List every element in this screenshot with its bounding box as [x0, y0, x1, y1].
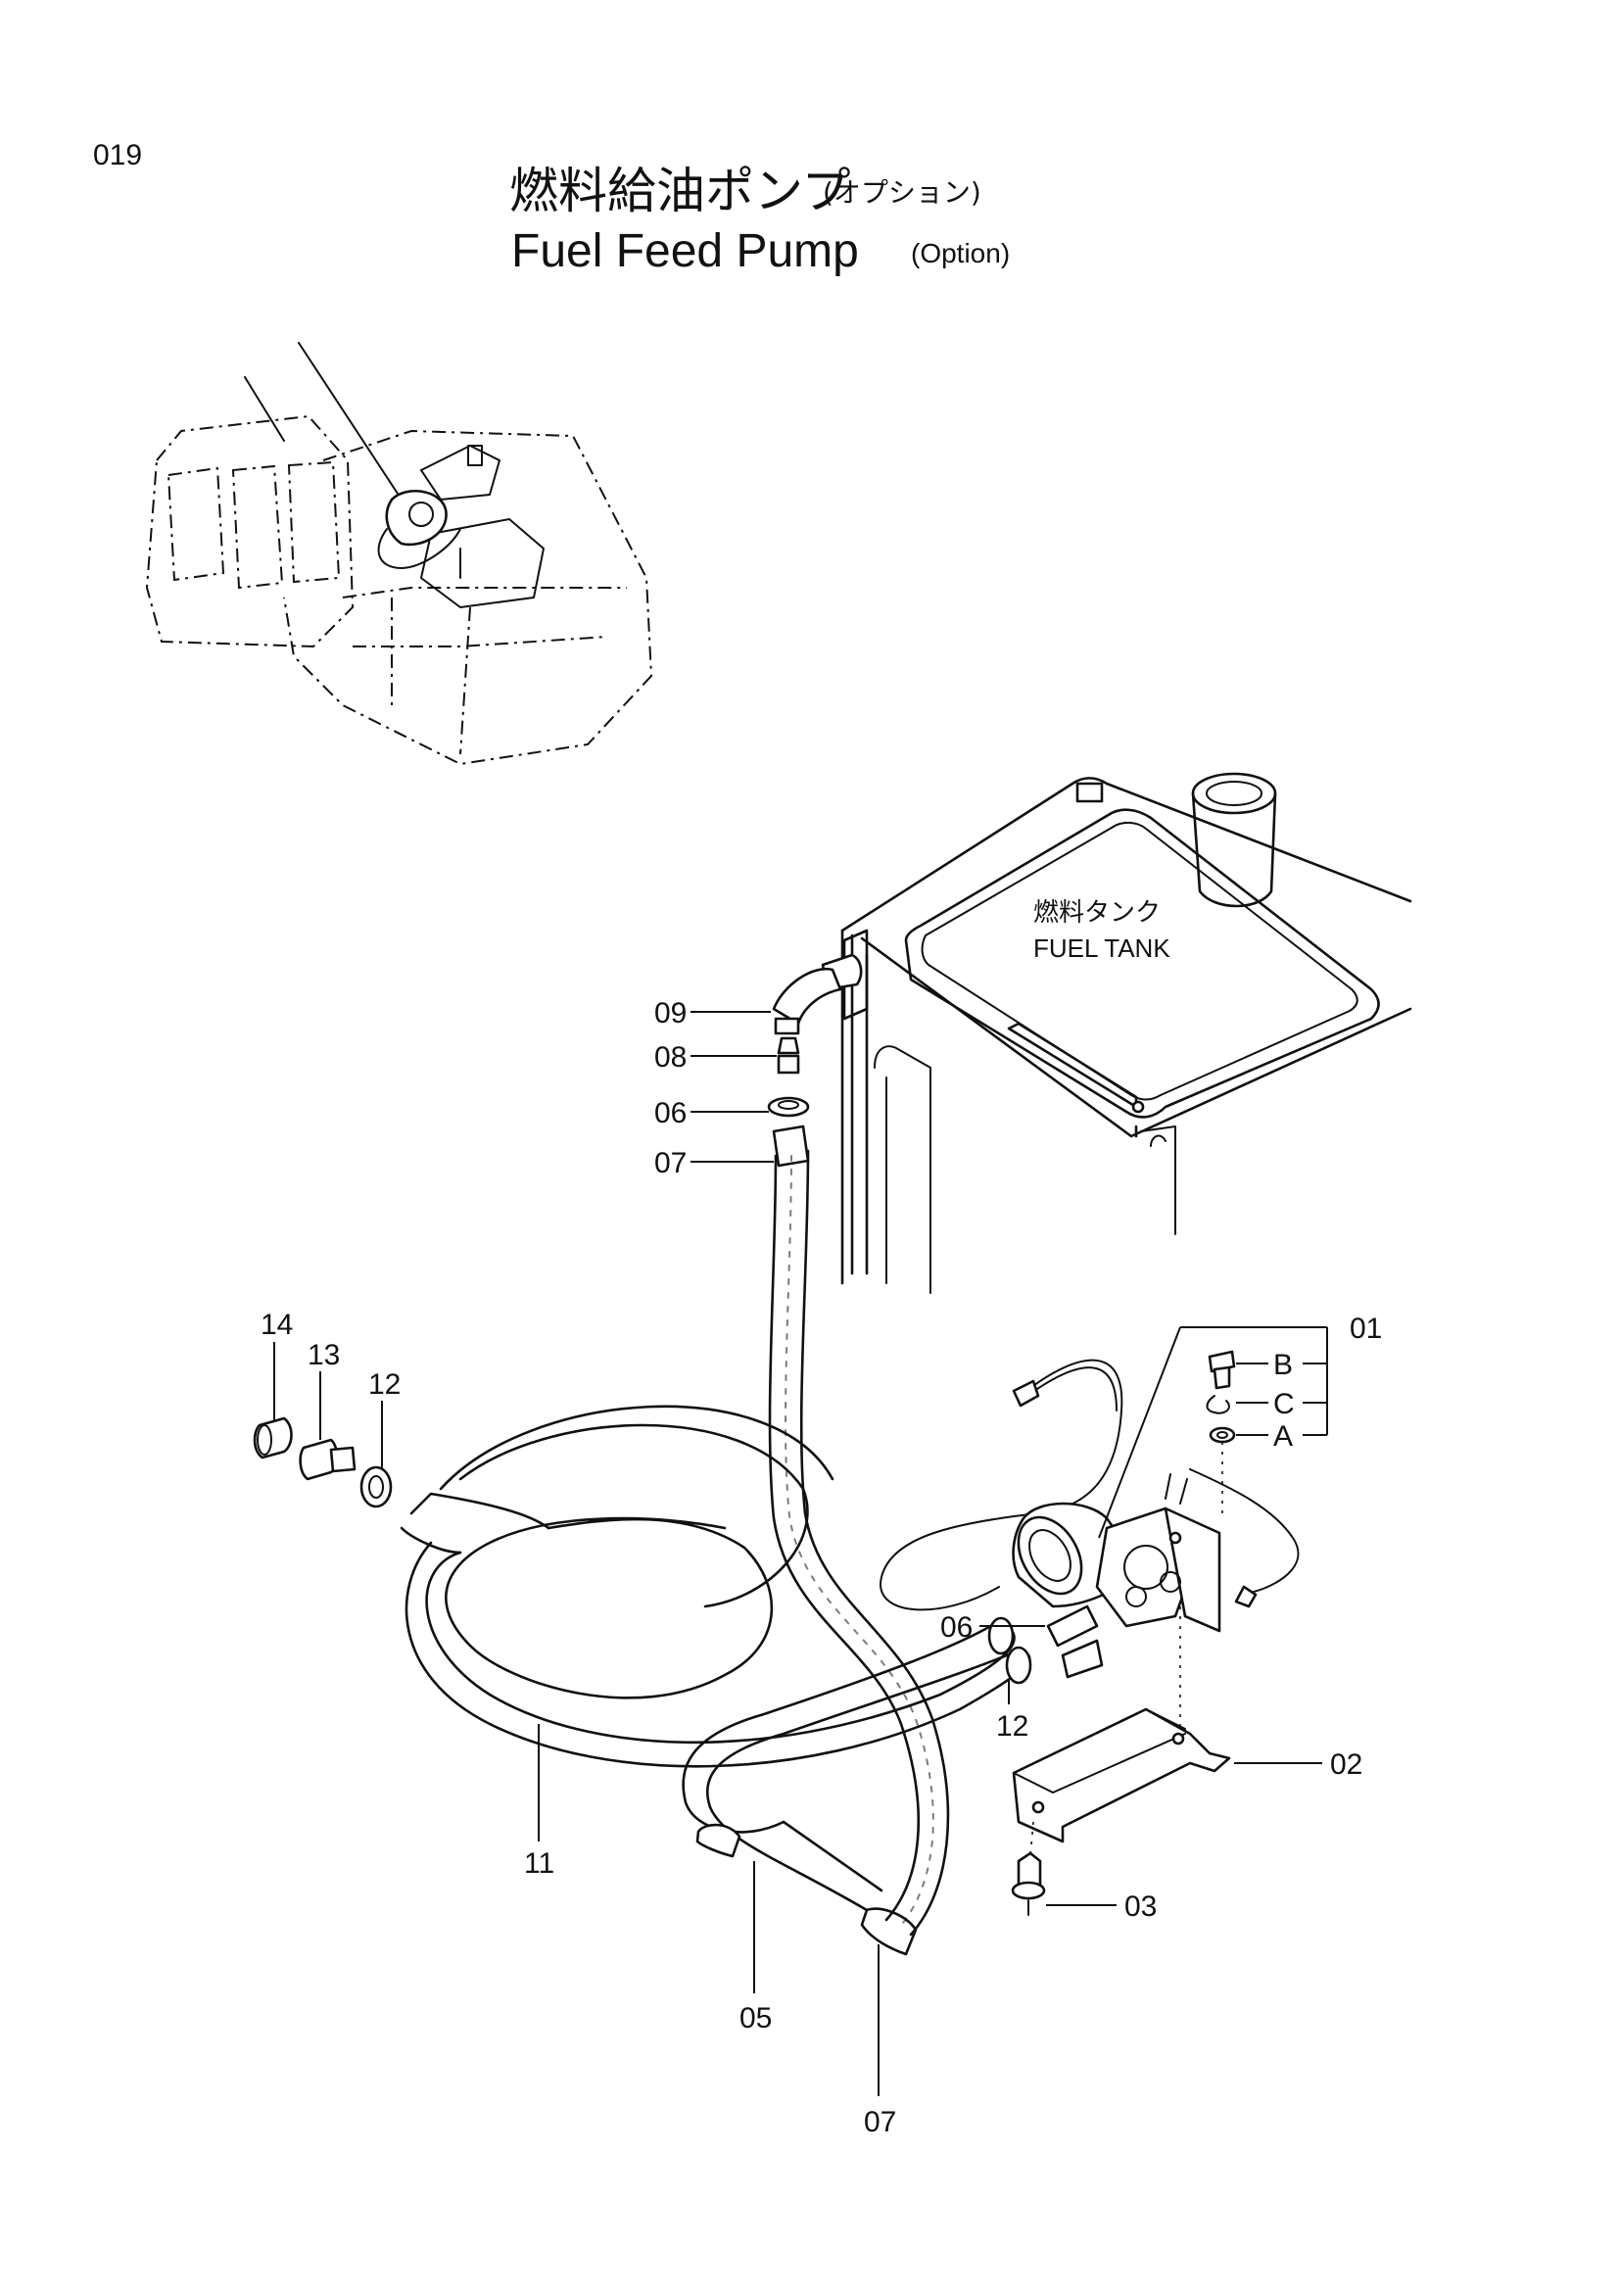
callout-C: C	[1273, 1388, 1295, 1420]
callout-08: 08	[654, 1041, 687, 1074]
callout-02: 02	[1330, 1748, 1362, 1781]
page-number: 019	[93, 139, 142, 171]
delivery-hose	[400, 1405, 1032, 1912]
fuel-tank: 燃料タンク FUEL TANK	[840, 772, 1412, 1294]
title-english-note: (Option)	[911, 238, 1010, 268]
hardware-abc	[1206, 1350, 1236, 1513]
fuel-pump	[880, 1359, 1300, 1679]
nozzle-parts	[253, 1416, 393, 1508]
callout-03: 03	[1124, 1890, 1157, 1923]
callout-12-pump: 12	[996, 1710, 1028, 1743]
callout-A: A	[1273, 1420, 1293, 1453]
title-japanese: 燃料給油ポンプ	[509, 163, 851, 219]
callout-09: 09	[654, 997, 687, 1029]
callout-B: B	[1273, 1349, 1293, 1381]
callout-06-top: 06	[654, 1097, 687, 1129]
callout-05: 05	[739, 2002, 772, 2034]
mounting-bracket	[1011, 1606, 1231, 1916]
corrugated-hose	[768, 1149, 950, 1956]
leader-lines	[273, 1011, 1328, 2096]
callout-07-bottom: 07	[864, 2106, 896, 2138]
callout-06-pump: 06	[940, 1611, 973, 1644]
callouts: 01 B C A 09 08 06 07 14 13 12 06 12 02 1…	[261, 997, 1382, 2138]
title-japanese-note: (オプション)	[823, 176, 981, 209]
fitting-assembly	[767, 953, 863, 1168]
title-english: Fuel Feed Pump	[511, 225, 859, 277]
callout-07-top: 07	[654, 1147, 687, 1179]
excavator-overview	[145, 342, 653, 766]
fuel-tank-label-jp: 燃料タンク	[1033, 898, 1161, 928]
callout-11: 11	[524, 1847, 554, 1880]
callout-12-left: 12	[368, 1368, 401, 1401]
callout-01: 01	[1350, 1313, 1382, 1345]
callout-14: 14	[261, 1309, 293, 1341]
fuel-tank-label-en: FUEL TANK	[1033, 933, 1170, 963]
callout-13: 13	[308, 1339, 340, 1371]
